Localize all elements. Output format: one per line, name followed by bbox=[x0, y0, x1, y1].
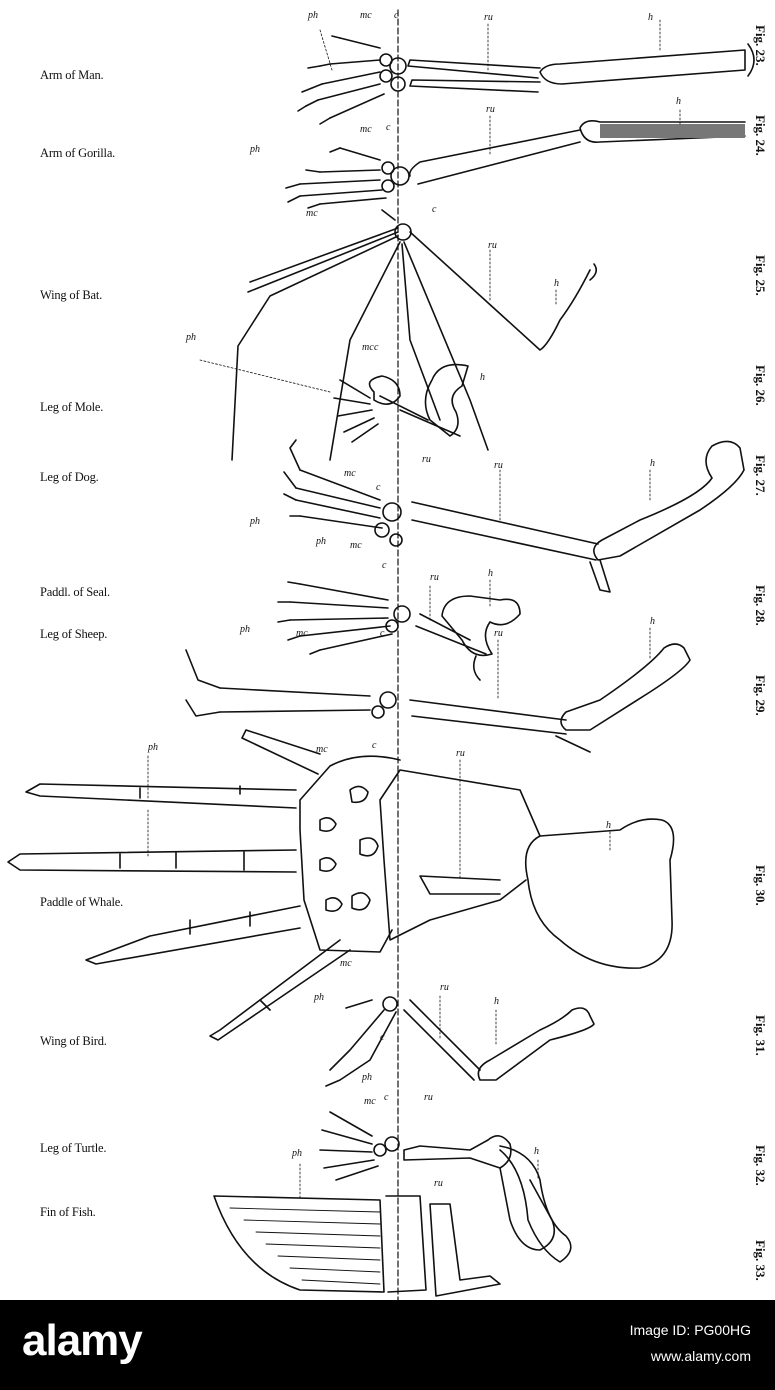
svg-text:mc: mc bbox=[364, 1096, 376, 1107]
svg-text:ru: ru bbox=[494, 628, 503, 639]
svg-text:ph: ph bbox=[249, 144, 260, 155]
annotation-leaders bbox=[147, 19, 681, 1201]
svg-text:mc: mc bbox=[344, 468, 356, 479]
svg-text:ru: ru bbox=[422, 454, 431, 465]
svg-text:c: c bbox=[382, 560, 387, 571]
svg-text:ph: ph bbox=[249, 516, 260, 527]
svg-text:h: h bbox=[676, 96, 681, 107]
svg-text:h: h bbox=[650, 458, 655, 469]
wing-of-bird-drawing bbox=[325, 996, 595, 1087]
figure-number-26: Fig. 26. bbox=[753, 365, 768, 406]
watermark-footer: alamy Image ID: PG00HG www.alamy.com bbox=[0, 1300, 775, 1390]
figure-number-33: Fig. 33. bbox=[753, 1240, 768, 1281]
figure-number-30: Fig. 30. bbox=[753, 865, 768, 906]
label-wing-of-bird: Wing of Bird. bbox=[40, 1034, 107, 1048]
paddle-of-whale-drawing bbox=[7, 729, 675, 1041]
label-leg-of-mole: Leg of Mole. bbox=[40, 400, 104, 414]
leg-of-turtle-drawing bbox=[319, 1111, 556, 1251]
leg-of-sheep-drawing bbox=[185, 643, 691, 753]
svg-text:ru: ru bbox=[494, 460, 503, 471]
figure-number-24: Fig. 24. bbox=[753, 115, 768, 156]
svg-text:h: h bbox=[554, 278, 559, 289]
arm-of-man-drawing bbox=[297, 35, 755, 125]
wing-of-bat-drawing bbox=[231, 209, 598, 461]
leg-of-dog-drawing bbox=[283, 439, 745, 593]
figure-number-29: Fig. 29. bbox=[753, 675, 768, 716]
leg-of-mole-drawing bbox=[333, 363, 469, 443]
svg-text:ph: ph bbox=[315, 536, 326, 547]
fin-of-fish-drawing bbox=[213, 1145, 572, 1297]
arm-of-gorilla-drawing bbox=[285, 120, 746, 209]
label-paddle-of-whale: Paddle of Whale. bbox=[40, 895, 123, 909]
label-paddle-of-seal: Paddl. of Seal. bbox=[40, 585, 110, 599]
svg-text:ph: ph bbox=[291, 1148, 302, 1159]
figure-number-23: Fig. 23. bbox=[753, 25, 768, 66]
svg-text:ph: ph bbox=[307, 10, 318, 21]
svg-text:ru: ru bbox=[484, 12, 493, 23]
svg-text:ru: ru bbox=[488, 240, 497, 251]
label-arm-of-gorilla: Arm of Gorilla. bbox=[40, 146, 116, 160]
label-arm-of-man: Arm of Man. bbox=[40, 68, 104, 82]
alamy-logo: alamy bbox=[22, 1316, 143, 1365]
svg-text:c: c bbox=[432, 204, 437, 215]
bone-letters: h ru mc c ph h ru mc c ph c mc ru h ph m… bbox=[147, 10, 681, 1189]
paddle-of-seal-drawing bbox=[277, 581, 521, 681]
figure-number-31: Fig. 31. bbox=[753, 1015, 768, 1056]
svg-text:ru: ru bbox=[486, 104, 495, 115]
figure-number-32: Fig. 32. bbox=[753, 1145, 768, 1186]
label-leg-of-sheep: Leg of Sheep. bbox=[40, 627, 108, 641]
svg-text:mc: mc bbox=[360, 124, 372, 135]
svg-text:h: h bbox=[650, 616, 655, 627]
svg-text:ru: ru bbox=[440, 982, 449, 993]
svg-text:h: h bbox=[494, 996, 499, 1007]
svg-text:ph: ph bbox=[239, 624, 250, 635]
limb-skeleton-drawings: h ru mc c ph h ru mc c ph c mc ru h ph m… bbox=[7, 9, 755, 1300]
svg-text:h: h bbox=[648, 12, 653, 23]
svg-text:ph: ph bbox=[361, 1072, 372, 1083]
svg-text:c: c bbox=[386, 122, 391, 133]
svg-text:mc: mc bbox=[360, 10, 372, 21]
svg-text:ph: ph bbox=[313, 992, 324, 1003]
svg-text:h: h bbox=[480, 372, 485, 383]
svg-text:mc: mc bbox=[340, 958, 352, 969]
svg-text:mc: mc bbox=[350, 540, 362, 551]
svg-text:h: h bbox=[534, 1146, 539, 1157]
svg-text:c: c bbox=[376, 482, 381, 493]
svg-text:h: h bbox=[606, 820, 611, 831]
svg-text:mc: mc bbox=[306, 208, 318, 219]
svg-text:c: c bbox=[380, 628, 385, 639]
svg-text:c: c bbox=[394, 10, 399, 21]
label-leg-of-turtle: Leg of Turtle. bbox=[40, 1141, 107, 1155]
svg-text:c: c bbox=[374, 342, 379, 353]
svg-text:c: c bbox=[372, 740, 377, 751]
label-fin-of-fish: Fin of Fish. bbox=[40, 1205, 96, 1219]
homology-plate: h ru mc c ph h ru mc c ph c mc ru h ph m… bbox=[7, 9, 768, 1300]
svg-text:c: c bbox=[380, 1032, 385, 1043]
site-url: www.alamy.com bbox=[650, 1348, 751, 1364]
svg-text:mc: mc bbox=[362, 342, 374, 353]
svg-text:h: h bbox=[488, 568, 493, 579]
figure-number-28: Fig. 28. bbox=[753, 585, 768, 626]
label-wing-of-bat: Wing of Bat. bbox=[40, 288, 103, 302]
svg-text:ru: ru bbox=[456, 748, 465, 759]
svg-text:mc: mc bbox=[316, 744, 328, 755]
svg-text:ph: ph bbox=[147, 742, 158, 753]
figure-number-27: Fig. 27. bbox=[753, 455, 768, 496]
svg-text:ph: ph bbox=[185, 332, 196, 343]
image-id: Image ID: PG00HG bbox=[629, 1322, 751, 1338]
svg-text:ru: ru bbox=[430, 572, 439, 583]
figure-number-25: Fig. 25. bbox=[753, 255, 768, 296]
svg-text:mc: mc bbox=[296, 628, 308, 639]
label-leg-of-dog: Leg of Dog. bbox=[40, 470, 99, 484]
svg-text:c: c bbox=[384, 1092, 389, 1103]
svg-text:ru: ru bbox=[424, 1092, 433, 1103]
svg-text:ru: ru bbox=[434, 1178, 443, 1189]
